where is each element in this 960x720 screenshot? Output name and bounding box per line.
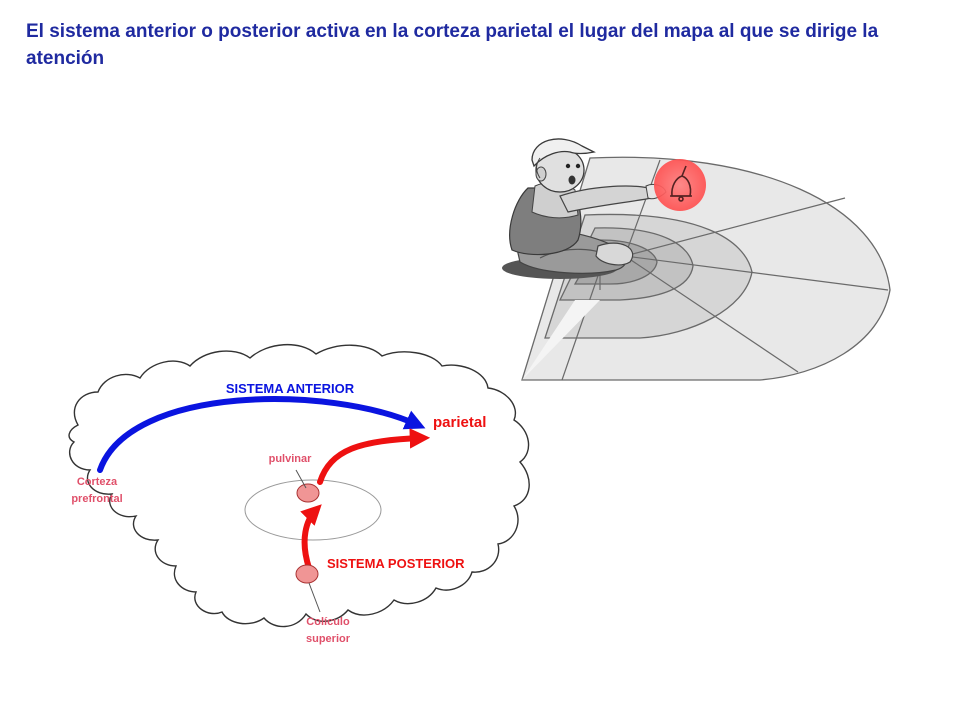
colliculus-label-line2: superior	[306, 633, 351, 645]
colliculus-leader	[308, 582, 321, 613]
thalamus-oval	[244, 479, 382, 541]
prefrontal-label-line1: Corteza	[77, 476, 118, 488]
colliculus-label-line1: Colículo	[306, 616, 350, 628]
prefrontal-label-line2: prefrontal	[71, 493, 122, 505]
posterior-arrow-pulvinar-to-parietal	[317, 428, 431, 485]
colliculus-node	[295, 564, 319, 584]
slide-title: El sistema anterior o posterior activa e…	[26, 21, 879, 69]
attention-focus	[654, 159, 706, 211]
pulvinar-node	[296, 483, 320, 503]
parietal-label: parietal	[433, 414, 486, 431]
posterior-system-label: SISTEMA POSTERIOR	[327, 556, 465, 571]
bell-icon	[670, 165, 692, 202]
anterior-system-arrow	[97, 396, 426, 473]
anterior-system-label: SISTEMA ANTERIOR	[226, 381, 355, 396]
map-sector-lines	[561, 159, 889, 381]
pulvinar-leader	[295, 469, 307, 489]
posterior-arrow-colliculus-to-pulvinar	[300, 504, 322, 571]
pulvinar-label: pulvinar	[269, 453, 313, 465]
child-illustration	[502, 138, 667, 279]
